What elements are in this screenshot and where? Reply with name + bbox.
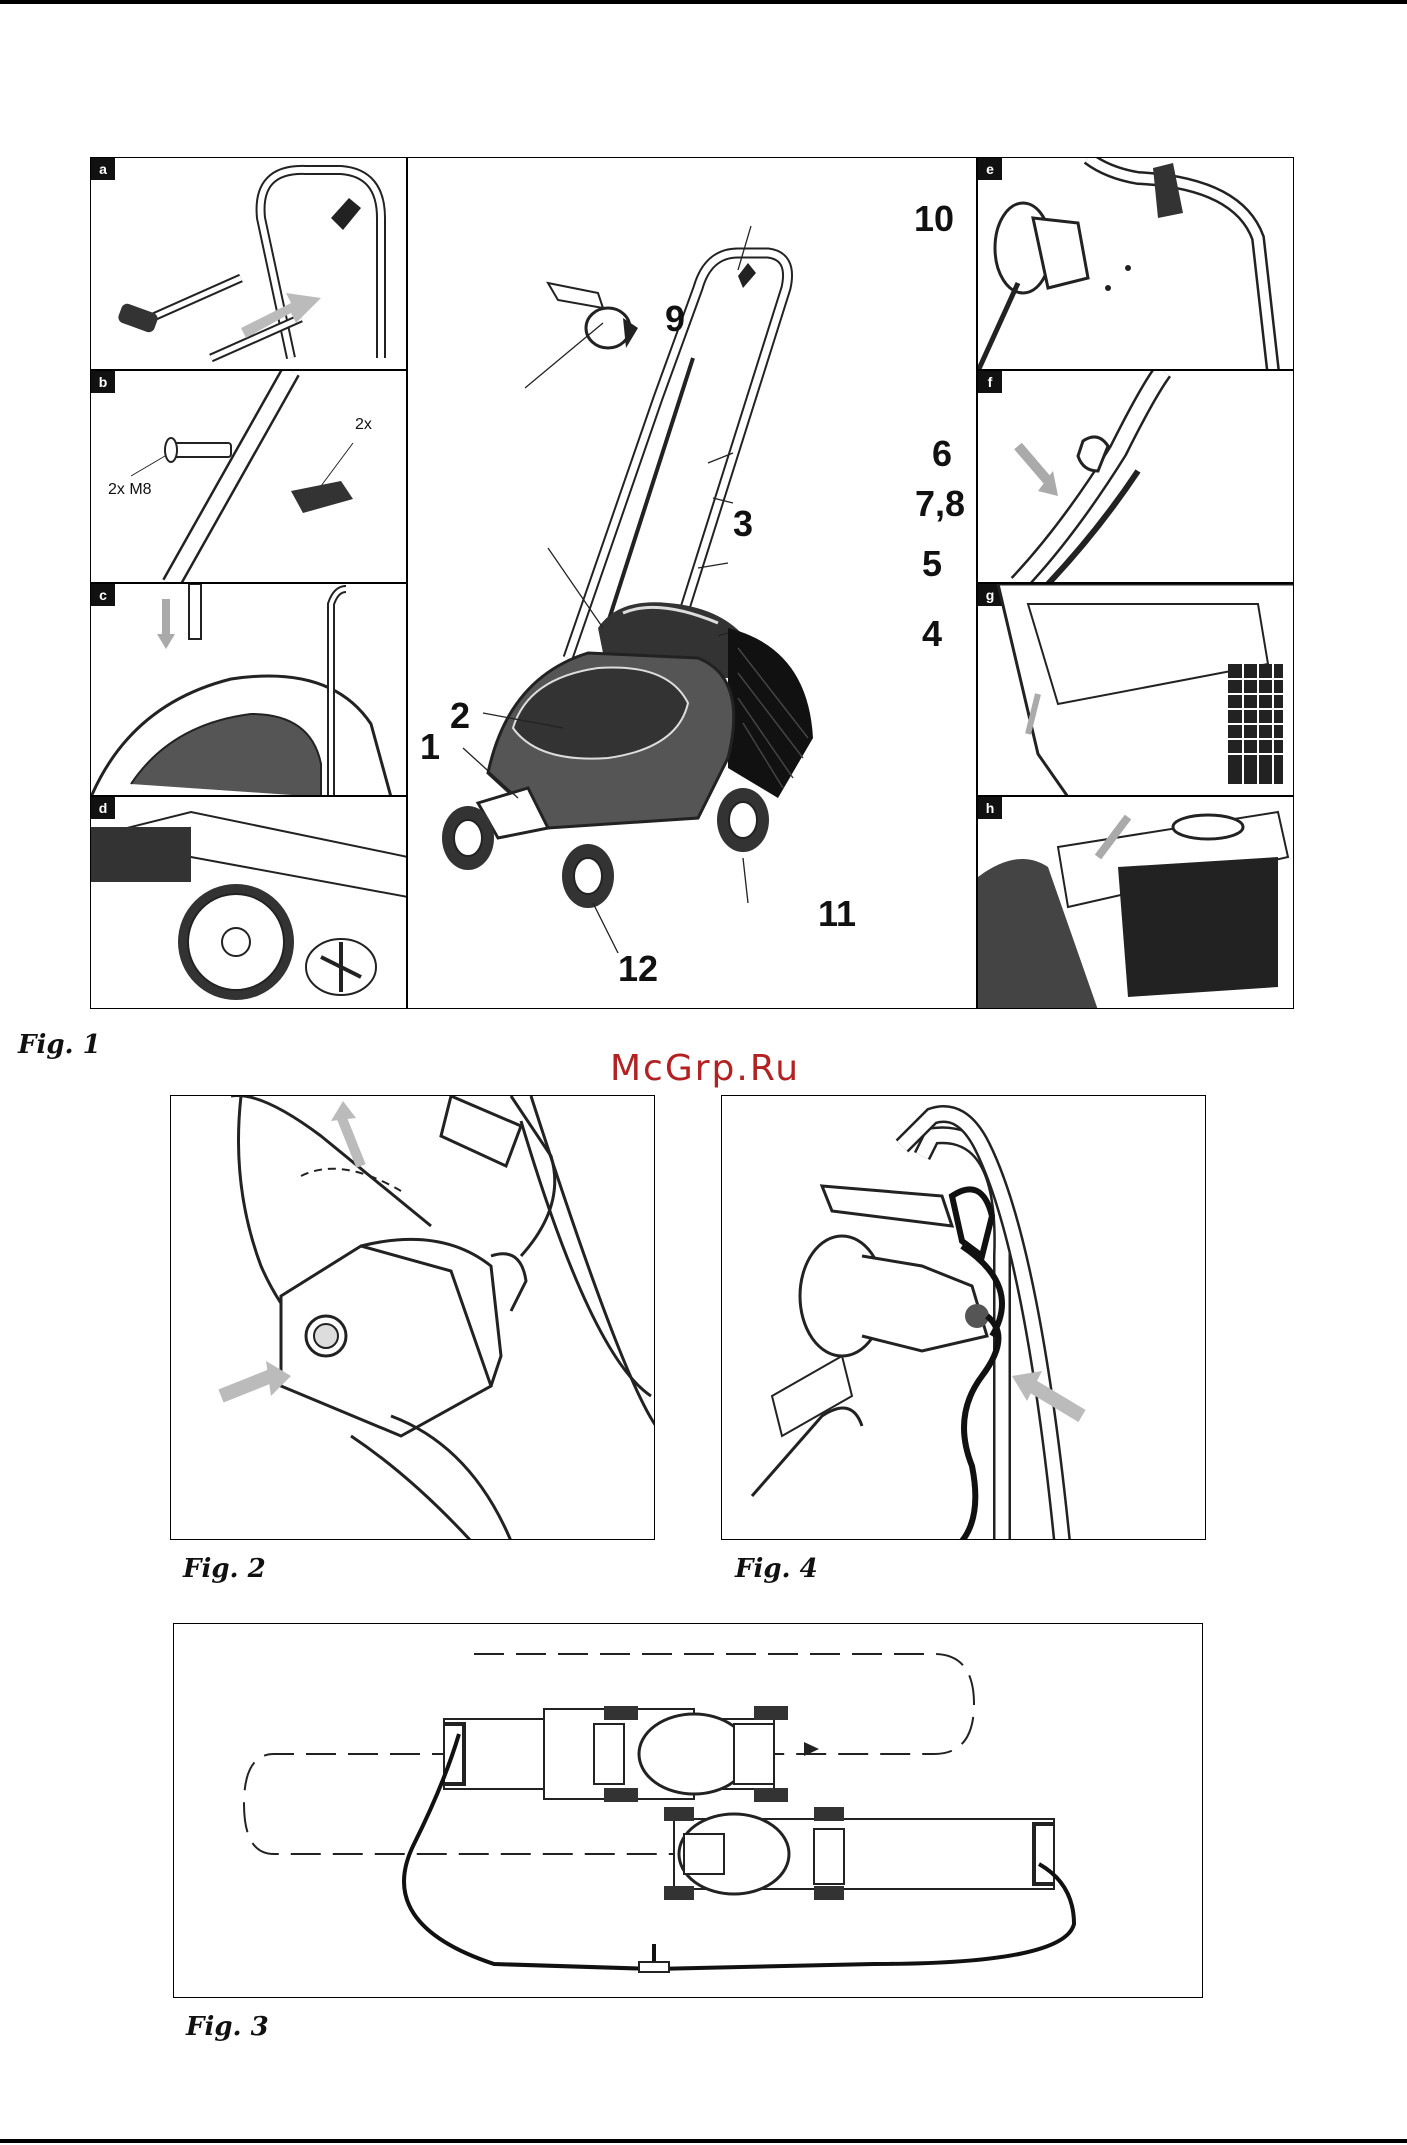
panel-d: d [90,796,407,1009]
part-number-5: 5 [922,543,942,585]
part-number-6: 6 [932,433,952,475]
panel-b: b 2x M8 2x [90,370,407,583]
screw-and-knob-drawing [91,371,407,583]
part-number-7-8: 7,8 [915,483,965,525]
part-number-3: 3 [733,503,753,545]
switch-box-drawing [978,158,1294,370]
fig4-frame [721,1095,1206,1540]
cable-strain-relief-drawing [722,1096,1206,1540]
label-screw-m8: 2x M8 [108,481,152,499]
lawn-mower-drawing [408,158,977,1009]
part-number-9: 9 [665,298,685,340]
part-number-12: 12 [618,948,658,990]
part-number-11: 11 [818,893,856,935]
panel-e: e [977,157,1294,370]
part-number-2: 2 [450,695,470,737]
fig2-frame [170,1095,655,1540]
panel-main-mower: 9 10 6 7,8 5 4 3 2 1 11 12 [407,157,977,1009]
fig4-caption: Fig. 4 [735,1554,818,1584]
grass-box-drawing [978,584,1294,796]
panel-a: a [90,157,407,370]
wheel-mount-drawing [91,797,407,1009]
top-rule [0,0,1407,4]
part-number-10: 10 [914,198,954,240]
panel-h: h [977,796,1294,1009]
mowing-pattern-drawing [174,1624,1203,1998]
fig1-caption: Fig. 1 [18,1030,101,1060]
grass-box-attach-drawing [978,797,1294,1009]
fig2-caption: Fig. 2 [183,1554,266,1584]
panel-g: g [977,583,1294,796]
handle-insert-drawing [91,584,407,796]
handle-assembly-drawing [91,158,407,370]
switch-box-closeup-drawing [171,1096,655,1540]
label-knob-2x: 2x [355,416,372,434]
part-number-4: 4 [922,613,942,655]
panel-f: f [977,370,1294,583]
fig3-frame [173,1623,1203,1998]
fig3-caption: Fig. 3 [186,2012,269,2042]
watermark: McGrp.Ru [610,1048,800,1089]
part-number-1: 1 [420,726,440,768]
cable-clip-drawing [978,371,1294,583]
panel-c: c [90,583,407,796]
bottom-rule [0,2139,1407,2143]
